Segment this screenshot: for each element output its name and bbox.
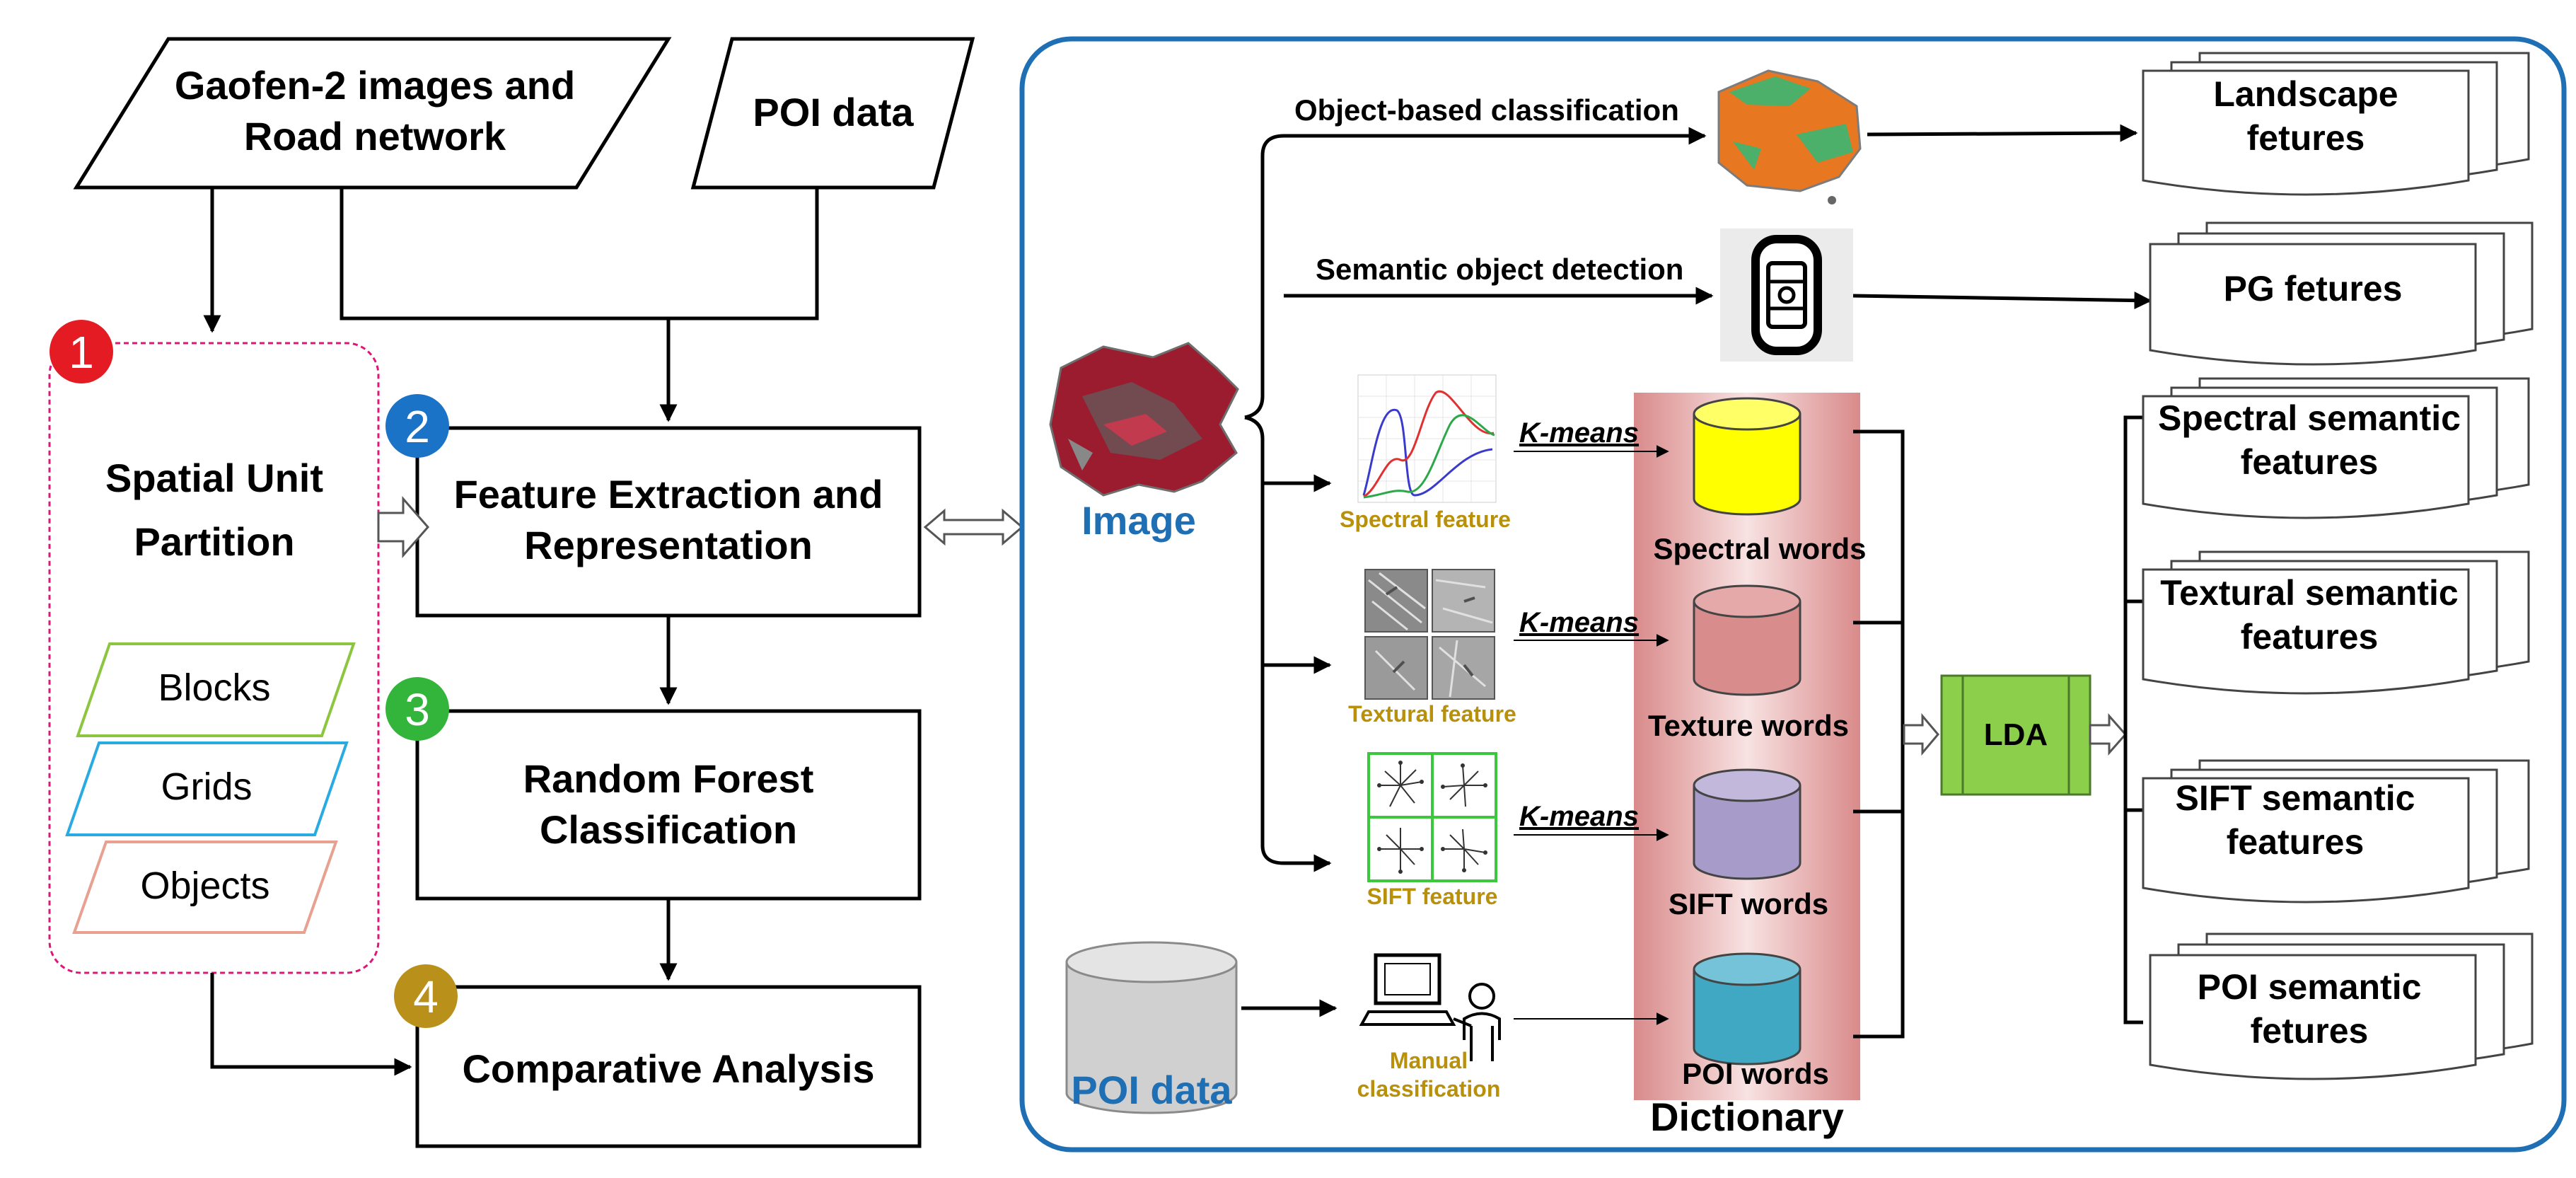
dictionary-label: Dictionary [1650, 1095, 1844, 1139]
semantic-detection-label: Semantic object detection [1316, 253, 1683, 286]
spectral-words-label: Spectral words [1653, 532, 1866, 565]
badge-3 [385, 677, 449, 741]
gaofen-label-line2: Road network [244, 114, 506, 158]
output-connectors [1852, 124, 2152, 310]
comparative-analysis-box: Comparative Analysis [415, 985, 922, 1148]
blocks-unit [76, 642, 356, 737]
partition-to-feature-arrow [377, 496, 429, 558]
kmeans-connectors [1514, 445, 1669, 1025]
svg-text:3: 3 [405, 684, 430, 735]
spectral-semantic-line1: Spectral semantic [2158, 398, 2461, 438]
spectral-feature-label: Spectral feature [1340, 507, 1511, 532]
poi-words-label: POI words [1682, 1057, 1829, 1090]
random-forest-line1: Random Forest [523, 756, 814, 801]
sift-feature-label: SIFT feature [1367, 884, 1498, 909]
gaofen-label-line1: Gaofen-2 images and [175, 63, 575, 108]
pg-output: PG fetures [2149, 221, 2534, 366]
badge-4 [394, 964, 458, 1028]
spectral-semantic-output: Spectral semantic features [2142, 377, 2530, 519]
sift-semantic-line1: SIFT semantic [2176, 778, 2415, 818]
svg-text:1: 1 [69, 327, 94, 378]
image-label: Image [1081, 498, 1196, 543]
poi-data-label: POI data [1071, 1068, 1232, 1112]
feature-extraction-line2: Representation [524, 523, 813, 567]
badge-1 [50, 320, 113, 383]
random-forest-line2: Classification [540, 807, 797, 852]
poi-input-label: POI data [753, 90, 914, 134]
texture-words-label: Texture words [1648, 709, 1849, 742]
spatial-partition-box: Spatial Unit Partition Blocks Grids Obje… [48, 342, 380, 974]
blocks-label: Blocks [158, 666, 270, 709]
landscape-output: Landscape fetures [2142, 52, 2530, 196]
satellite-image-icon [1049, 342, 1239, 497]
computer-user-icon [1359, 953, 1501, 1061]
textural-semantic-line1: Textural semantic [2160, 573, 2458, 613]
sift-grid-icon [1367, 752, 1497, 882]
texture-patch-icon [1364, 569, 1495, 700]
landscape-line1: Landscape [2213, 74, 2398, 114]
grids-label: Grids [161, 766, 252, 808]
partition-title-line2: Partition [134, 519, 294, 564]
detail-frame [1019, 36, 2567, 1153]
left-connectors [203, 187, 1024, 1076]
spectral-words-cylinder [1693, 397, 1802, 516]
objects-label: Objects [140, 865, 269, 907]
pg-label: PG fetures [2224, 269, 2403, 308]
partition-title-line1: Spatial Unit [105, 456, 323, 500]
poi-semantic-line1: POI semantic [2198, 967, 2422, 1007]
sift-words-label: SIFT words [1669, 887, 1828, 920]
kmeans-spectral: K-means [1519, 417, 1639, 449]
textural-semantic-output: Textural semantic features [2142, 550, 2530, 695]
feature-extraction-line1: Feature Extraction and [454, 472, 883, 516]
branch-connectors [1241, 127, 1714, 1017]
left-panel: Gaofen-2 images and Road network POI dat… [48, 37, 1024, 1148]
manual-line1: Manual [1390, 1048, 1468, 1073]
sift-semantic-output: SIFT semantic features [2142, 759, 2530, 903]
object-based-label: Object-based classification [1294, 93, 1679, 127]
poi-words-cylinder [1693, 952, 1802, 1066]
kmeans-texture: K-means [1519, 607, 1639, 638]
svg-text:2: 2 [405, 401, 430, 452]
object-map-icon [1717, 69, 1862, 204]
lda-label: LDA [1984, 717, 2048, 752]
textural-semantic-line2: features [2241, 617, 2379, 657]
comparative-analysis-label: Comparative Analysis [462, 1046, 874, 1091]
sift-semantic-line2: features [2227, 822, 2365, 862]
svg-text:4: 4 [413, 971, 439, 1022]
database-icon [1065, 941, 1238, 1114]
step-badges: 1 2 3 4 [50, 320, 458, 1028]
grids-unit [65, 741, 349, 836]
poi-input: POI data [690, 37, 975, 190]
textural-feature-label: Textural feature [1348, 701, 1516, 727]
feature-detail-link-arrow [923, 508, 1024, 546]
lda-box: LDA [1940, 674, 2091, 796]
texture-words-cylinder [1693, 584, 1802, 696]
right-panel: Dictionary Image POI data Object-based c… [1019, 36, 2567, 1153]
poi-semantic-output: POI semantic fetures [2149, 932, 2534, 1080]
phone-detector-icon [1720, 229, 1853, 362]
objects-unit [72, 841, 338, 934]
badge-2 [385, 394, 449, 458]
sift-words-cylinder [1693, 768, 1802, 880]
output-bracket [2123, 415, 2143, 1024]
random-forest-box: Random Forest Classification [415, 709, 922, 901]
lda-output-arrow [2089, 713, 2128, 756]
spectral-curve-icon [1357, 374, 1497, 503]
gaofen-input: Gaofen-2 images and Road network [73, 37, 672, 190]
landscape-line2: fetures [2247, 118, 2365, 158]
manual-line2: classification [1357, 1076, 1501, 1102]
dictionary-bracket [1853, 429, 1939, 1039]
poi-semantic-line2: fetures [2251, 1011, 2369, 1051]
spectral-semantic-line2: features [2241, 442, 2379, 482]
feature-extraction-box: Feature Extraction and Representation [415, 426, 922, 618]
kmeans-sift: K-means [1519, 801, 1639, 832]
